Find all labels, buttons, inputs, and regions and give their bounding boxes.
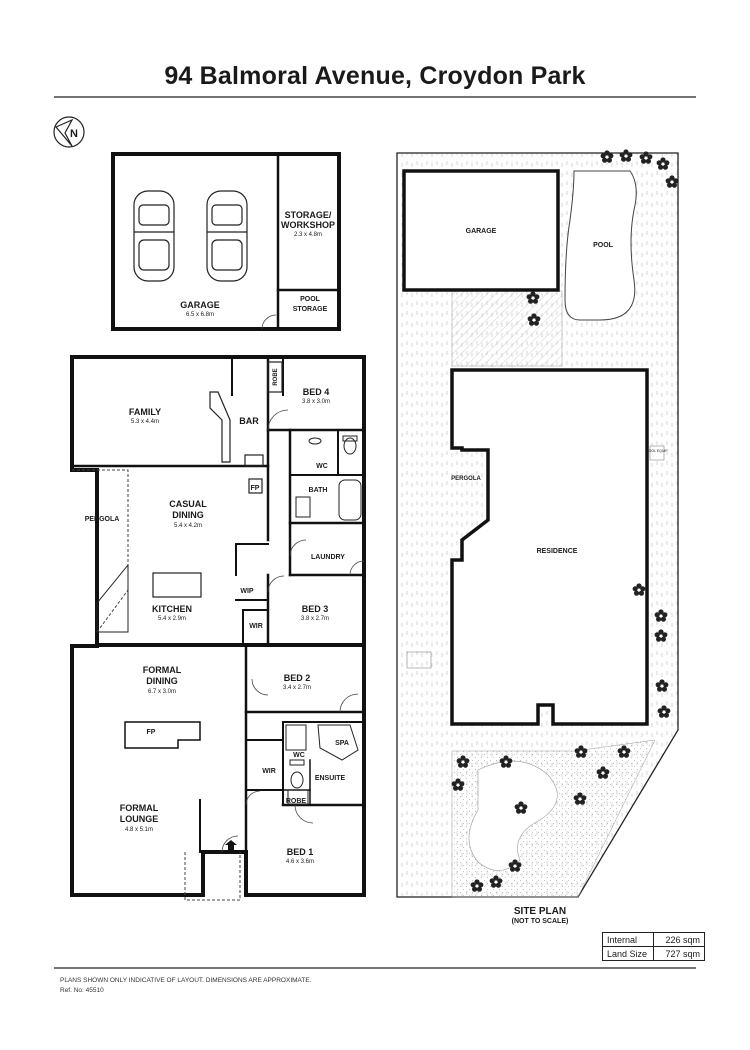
disclaimer-note: PLANS SHOWN ONLY INDICATIVE OF LAYOUT. D…: [60, 977, 312, 984]
robe-bed1-label: ROBE: [286, 798, 307, 805]
site-residence: [450, 368, 649, 726]
site-garage: [402, 169, 560, 292]
area-value: 226 sqm: [653, 932, 705, 947]
formal-dining-label-2: DINING: [146, 676, 178, 686]
fp-lounge-label: FP: [147, 729, 156, 736]
formal-lounge-label-1: FORMAL: [120, 803, 159, 813]
casual-dining-dims: 5.4 x 4.2m: [174, 523, 202, 529]
site-plan-heading: SITE PLAN: [514, 906, 566, 917]
pergola-label: PERGOLA: [85, 516, 120, 523]
area-label: Internal: [602, 932, 654, 947]
garage-label: GARAGE: [180, 300, 220, 310]
bath-label: BATH: [309, 487, 328, 494]
storage-label-1: STORAGE/: [285, 210, 332, 220]
walls: [70, 152, 366, 897]
area-value: 727 sqm: [653, 946, 705, 961]
bed2-label: BED 2: [284, 673, 311, 683]
bed1-dims: 4.6 x 3.6m: [286, 859, 314, 865]
formal-lounge-dims: 4.8 x 5.1m: [125, 827, 153, 833]
site-plan: GARAGE POOL PERGOLA RESIDENCE POOL EQUIP…: [396, 149, 679, 925]
compass-letter: N: [70, 128, 78, 140]
bed3-label: BED 3: [302, 604, 329, 614]
fp-dining-label: FP: [251, 485, 260, 492]
site-pool-label: POOL: [593, 242, 614, 249]
kitchen-label: KITCHEN: [152, 604, 192, 614]
wip-label: WIP: [240, 588, 254, 595]
wc-ensuite-label: WC: [293, 752, 305, 759]
bed2-dims: 3.4 x 2.7m: [283, 685, 311, 691]
garage-dims: 6.5 x 6.8m: [186, 312, 214, 318]
pergola-outline: [72, 469, 241, 901]
door-swings: [221, 314, 365, 853]
casual-dining-label-2: DINING: [172, 510, 204, 520]
reference-number: Ref. No: 45510: [60, 987, 104, 994]
wc-main-label: WC: [316, 463, 328, 470]
site-plan-subheading: (NOT TO SCALE): [512, 918, 569, 925]
casual-dining-label-1: CASUAL: [169, 499, 207, 509]
area-label: Land Size: [602, 946, 654, 961]
wir-bed1-label: WIR: [262, 768, 276, 775]
laundry-label: LAUNDRY: [311, 554, 345, 561]
ensuite-label: ENSUITE: [315, 775, 346, 782]
table-row: Land Size 727 sqm: [602, 946, 705, 961]
formal-dining-label-1: FORMAL: [143, 665, 182, 675]
pool-storage-label-2: STORAGE: [293, 306, 328, 313]
kitchen-fixtures: [96, 361, 283, 633]
formal-lounge-label-2: LOUNGE: [120, 814, 159, 824]
site-pool: [564, 170, 637, 321]
bed4-dims: 3.8 x 3.0m: [302, 399, 330, 405]
north-compass-icon: N: [53, 116, 85, 148]
bar-label: BAR: [239, 416, 259, 426]
robe-bed4-label: ROBE: [273, 368, 279, 385]
site-pergola-label: PERGOLA: [451, 476, 481, 482]
family-dims: 5.3 x 4.4m: [131, 419, 159, 425]
bathroom-fixtures: [285, 435, 362, 805]
family-label: FAMILY: [129, 407, 161, 417]
car-icon: [206, 190, 248, 282]
page-title: 94 Balmoral Avenue, Croydon Park: [164, 62, 586, 90]
bed1-label: BED 1: [287, 847, 314, 857]
site-garage-label: GARAGE: [466, 228, 497, 235]
room-labels: GARAGE 6.5 x 6.8m STORAGE/ WORKSHOP 2.3 …: [85, 210, 349, 865]
wir-bed3-label: WIR: [249, 623, 263, 630]
area-summary-table: Internal 226 sqm Land Size 727 sqm: [602, 932, 705, 961]
car-icons: [133, 190, 248, 282]
table-row: Internal 226 sqm: [602, 932, 705, 947]
formal-dining-dims: 6.7 x 3.0m: [148, 689, 176, 695]
bed3-dims: 3.8 x 2.7m: [301, 616, 329, 622]
kitchen-dims: 5.4 x 2.9m: [158, 616, 186, 622]
spa-label: SPA: [335, 740, 349, 747]
pool-storage-label-1: POOL: [300, 296, 321, 303]
storage-dims: 2.3 x 4.8m: [294, 232, 322, 238]
pool-equip-label: POOL EQUIP: [646, 449, 668, 453]
bed4-label: BED 4: [303, 387, 330, 397]
storage-label-2: WORKSHOP: [281, 220, 335, 230]
car-icon: [133, 190, 175, 282]
entry-arrow-icon: [225, 840, 237, 852]
site-residence-label: RESIDENCE: [537, 548, 578, 555]
